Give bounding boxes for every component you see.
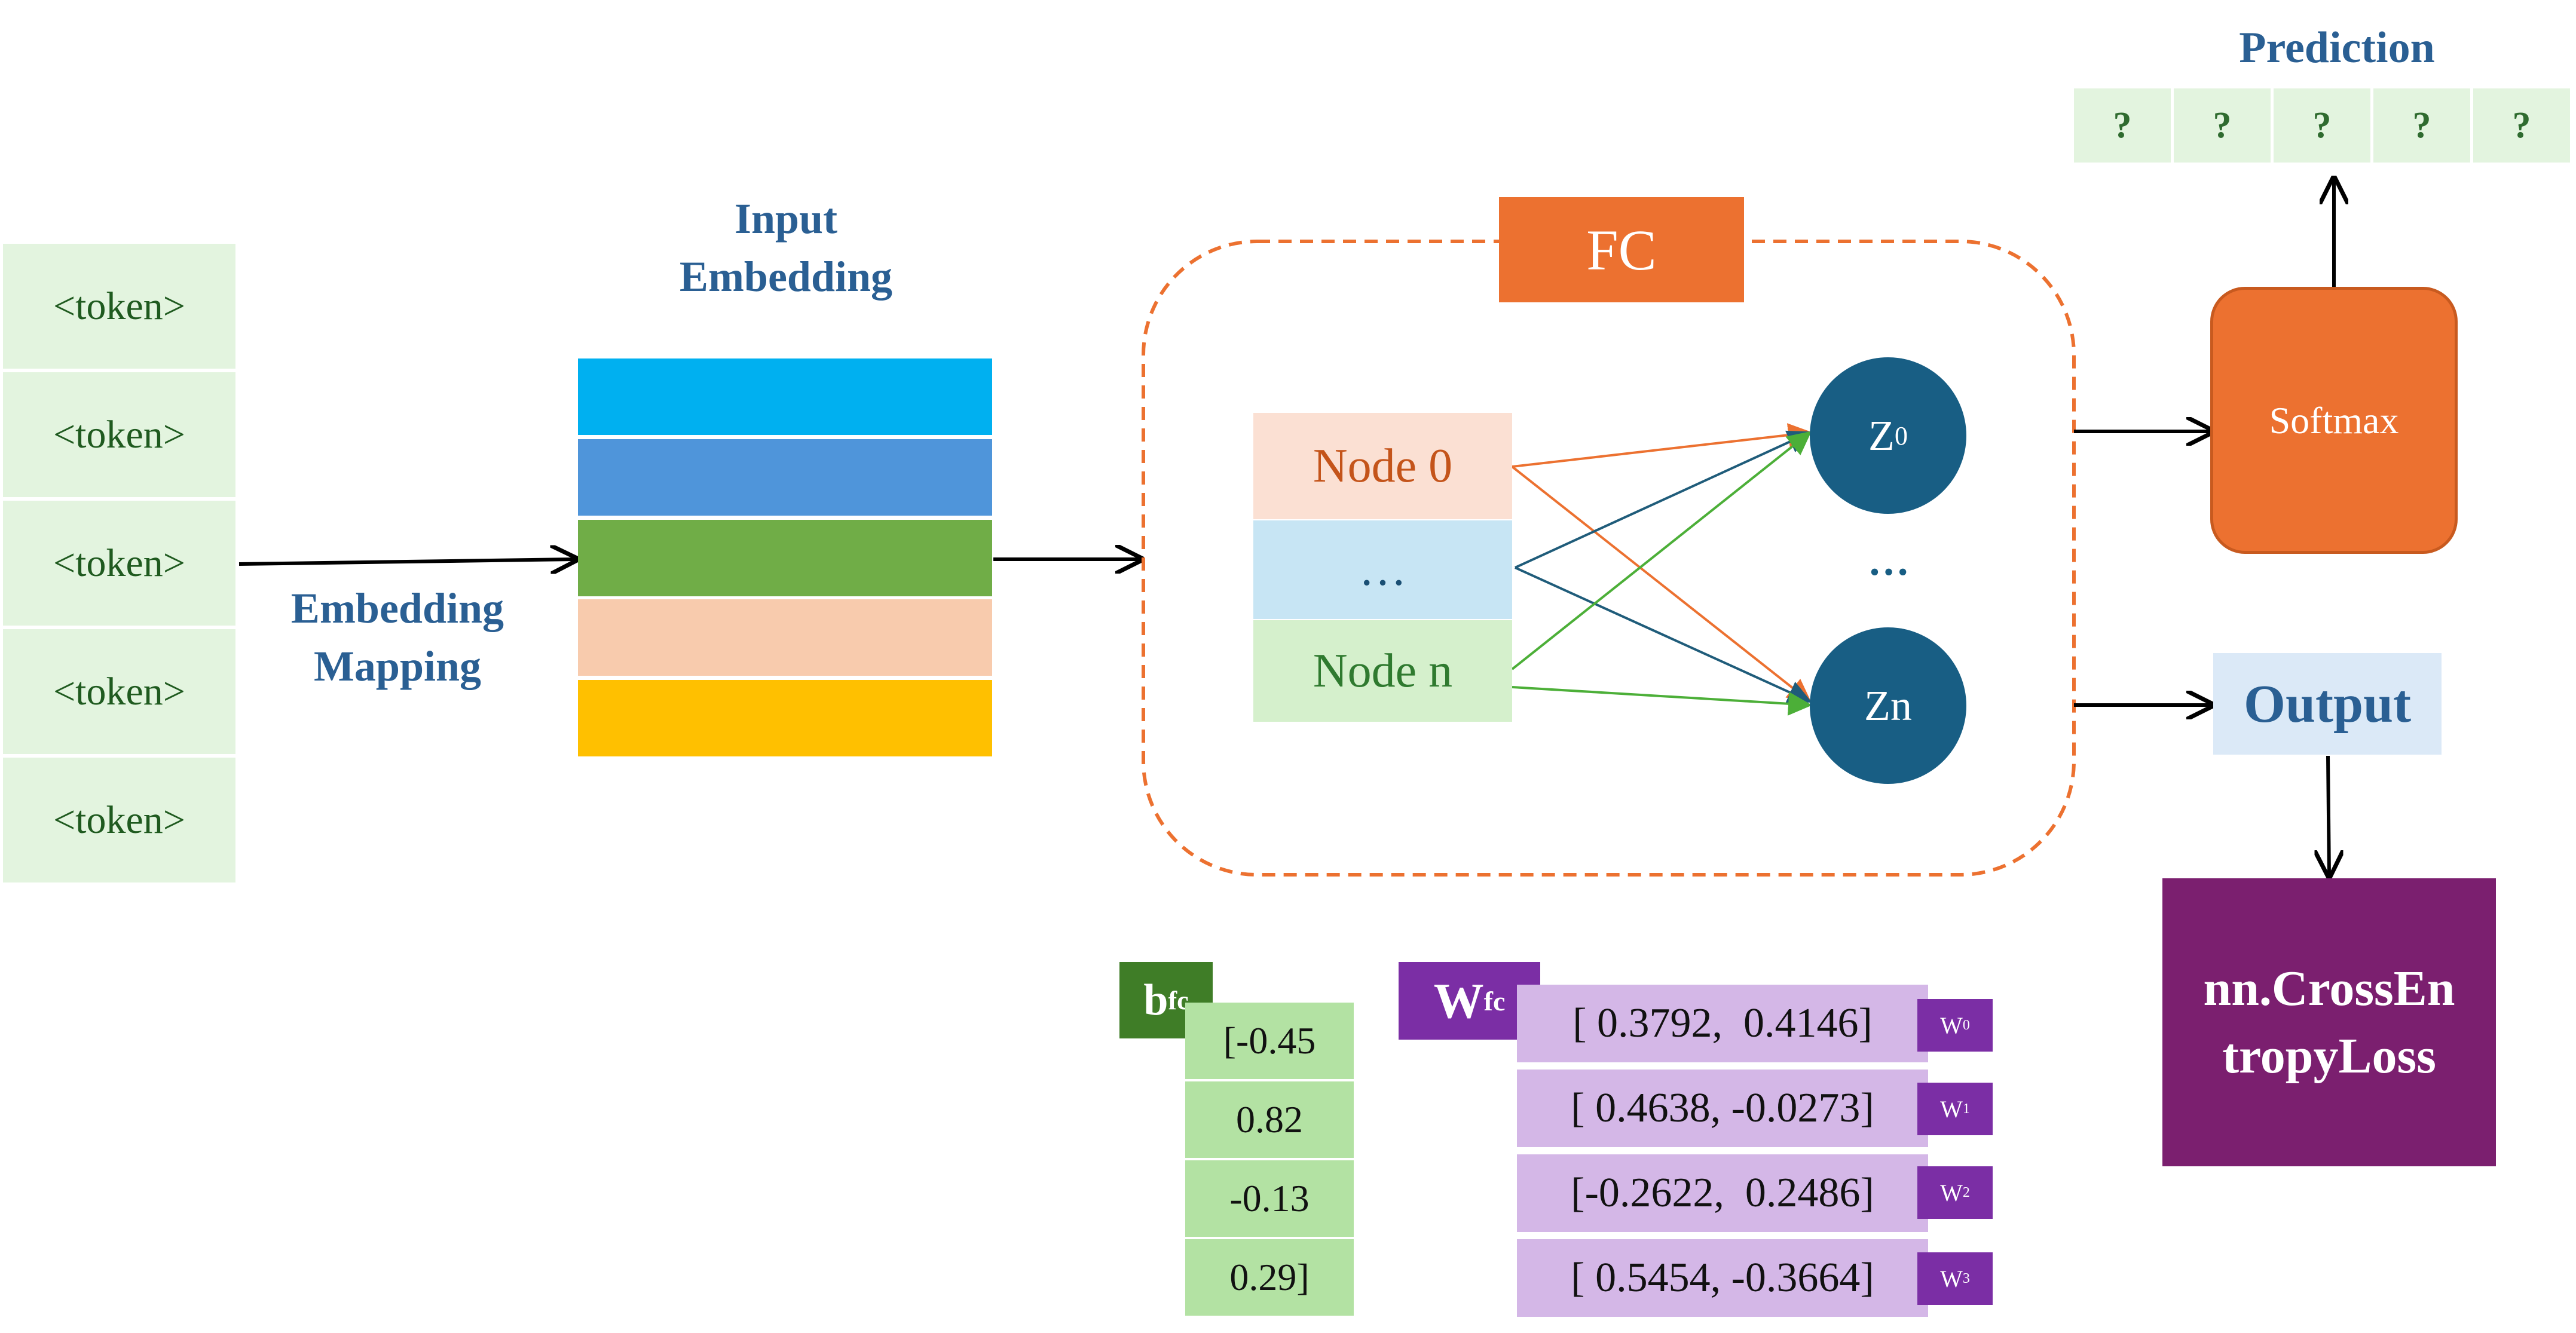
weight-row: [ 0.3792, 0.4146] [1517, 985, 1928, 1062]
edge-noden-zn [1512, 686, 1812, 716]
loss-label-line: nn.CrossEn [2203, 960, 2455, 1016]
token-cell: <token> [3, 758, 235, 882]
arrow-output-to-loss [2328, 755, 2329, 875]
prediction-title: Prediction [2239, 23, 2435, 72]
weight-row: [ 0.4638, -0.0273] [1517, 1070, 1928, 1147]
bias-value-cell: 0.29] [1185, 1239, 1354, 1316]
embedding-band [578, 680, 992, 756]
prediction-cell: ? [2074, 88, 2171, 163]
weight-row-tag-sub: 0 [1962, 1017, 1970, 1033]
embedding-mapping-label: Embedding Mapping [257, 580, 538, 695]
bias-value-cell: -0.13 [1185, 1160, 1354, 1237]
fc-label-box: FC [1499, 197, 1744, 302]
softmax-box: Softmax [2210, 287, 2458, 554]
token-cell: <token> [3, 501, 235, 626]
weight-row-tag-sub: 3 [1962, 1270, 1970, 1286]
input-embedding-label: Input Embedding [628, 190, 944, 306]
bias-tag-main: b [1143, 975, 1168, 1025]
edge-noden-z0 [1511, 431, 1812, 670]
embedding-band [578, 439, 992, 516]
edge-ellipsis-z0 [1515, 430, 1812, 569]
embedding-mapping-label-line: Embedding [290, 584, 504, 632]
embedding-band [578, 358, 992, 435]
token-cell: <token> [3, 372, 235, 497]
output-box: Output [2213, 653, 2442, 755]
weight-row-tag-sub: 1 [1962, 1101, 1970, 1117]
weight-row-tag-main: W [1940, 1179, 1963, 1206]
embedding-band [578, 599, 992, 676]
weight-row-tag-main: W [1940, 1265, 1963, 1292]
edge-ellipsis-zn [1515, 566, 1812, 704]
node-ellipsis: … [1253, 520, 1512, 619]
loss-label-line: tropyLoss [2222, 1028, 2436, 1084]
prediction-cell: ? [2274, 88, 2370, 163]
weight-row: [ 0.5454, -0.3664] [1517, 1239, 1928, 1317]
edge-node0-z0 [1512, 423, 1812, 468]
weight-row-tag-main: W [1940, 1095, 1963, 1123]
weight-row-tag-sub: 2 [1962, 1184, 1970, 1200]
embedding-mapping-label-line: Mapping [313, 642, 482, 691]
embedding-band [578, 520, 992, 596]
prediction-cell: ? [2174, 88, 2271, 163]
token-cell: <token> [3, 629, 235, 754]
bias-value-cell: 0.82 [1185, 1081, 1354, 1158]
node-0: Node 0 [1253, 413, 1512, 519]
input-embedding-label-line: Embedding [679, 253, 893, 301]
edge-node0-zn [1511, 465, 1812, 703]
cross-entropy-loss-box: nn.CrossEn tropyLoss [2162, 878, 2496, 1166]
arrow-tokens-to-embedding [238, 559, 576, 564]
input-embedding-label-line: Input [734, 195, 838, 243]
weights-tag-main: W [1433, 973, 1484, 1029]
z0-subscript: 0 [1894, 421, 1908, 451]
bias-value-cell: [-0.45 [1185, 1003, 1354, 1079]
node-n: Node n [1253, 620, 1512, 722]
output-nodes-ellipsis: … [1868, 538, 1910, 584]
prediction-cell: ? [2373, 88, 2470, 163]
z0-label: Z [1868, 411, 1895, 459]
bias-tag-sub: fc [1168, 985, 1189, 1015]
weights-tag-sub: fc [1483, 985, 1506, 1016]
weight-row-tag-main: W [1940, 1012, 1963, 1039]
output-node-zn: Zn [1810, 627, 1966, 784]
prediction-cell: ? [2473, 88, 2570, 163]
weight-row: [-0.2622, 0.2486] [1517, 1154, 1928, 1232]
token-cell: <token> [3, 244, 235, 369]
